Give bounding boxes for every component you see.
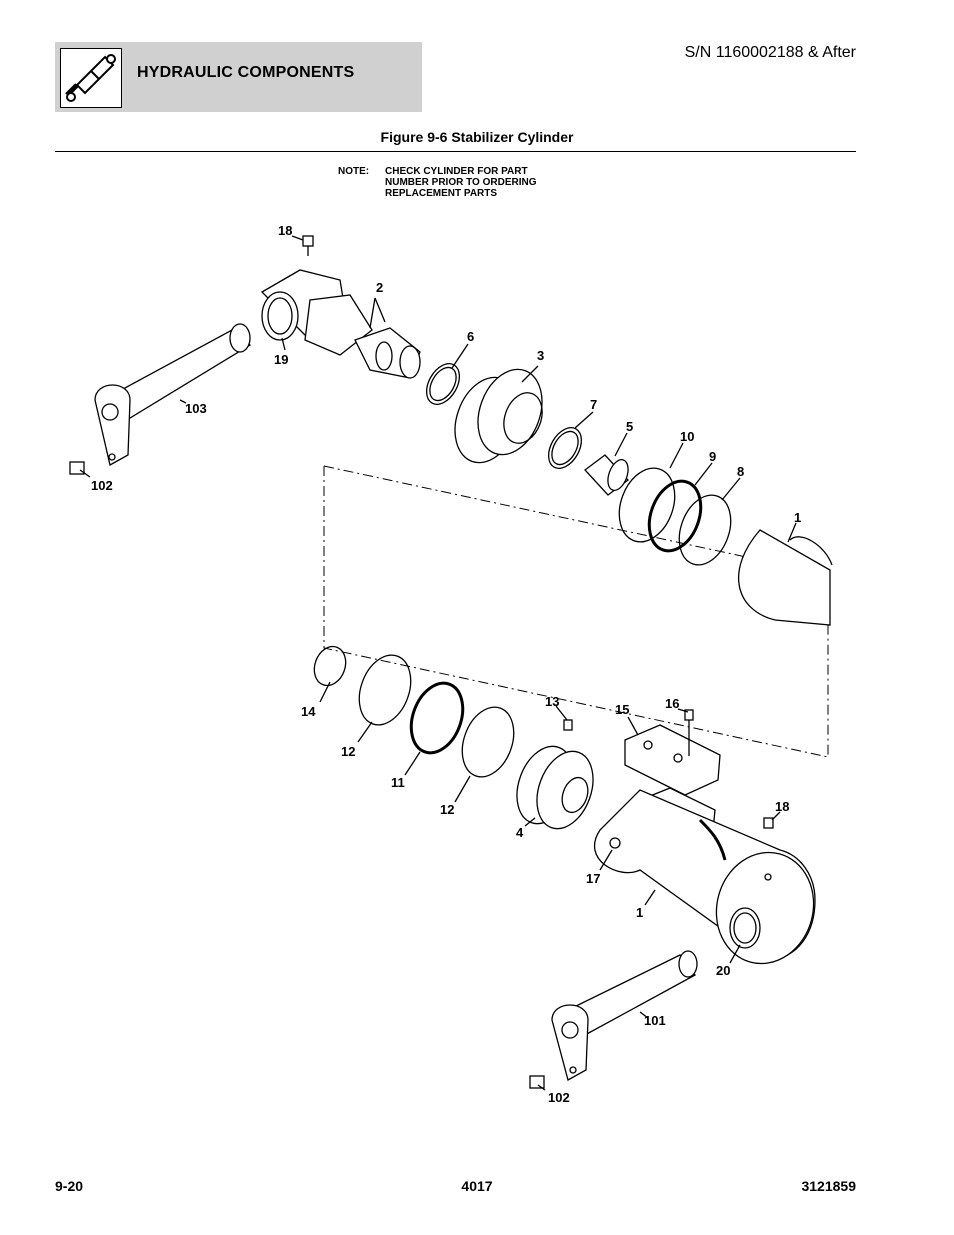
- callout-label: 19: [274, 352, 288, 367]
- title-rule: [55, 151, 856, 152]
- callout-label: 2: [376, 280, 383, 295]
- note-line: NUMBER PRIOR TO ORDERING: [385, 177, 537, 188]
- callout-label: 102: [91, 478, 113, 493]
- callout-label: 13: [545, 694, 559, 709]
- callout-label: 17: [586, 871, 600, 886]
- callout-label: 15: [615, 702, 629, 717]
- callout-label: 16: [665, 696, 679, 711]
- serial-number-note: S/N 1160002188 & After: [684, 44, 856, 61]
- callout-label: 12: [341, 744, 355, 759]
- callout-label: 8: [737, 464, 744, 479]
- manual-number: 3121859: [801, 1178, 856, 1194]
- callout-label: 102: [548, 1090, 570, 1105]
- callout-label: 101: [644, 1013, 666, 1028]
- note-label: NOTE:: [338, 166, 370, 177]
- page-number: 9-20: [55, 1178, 84, 1194]
- callout-label: 103: [185, 401, 207, 416]
- callout-label: 4: [516, 825, 524, 840]
- callout-label: 12: [440, 802, 454, 817]
- callout-label: 9: [709, 449, 716, 464]
- callout-label: 1: [794, 510, 801, 525]
- callout-label: 3: [537, 348, 544, 363]
- callout-label: 14: [301, 704, 316, 719]
- callout-label: 6: [467, 329, 474, 344]
- callout-label: 20: [716, 963, 730, 978]
- callout-label: 18: [775, 799, 789, 814]
- section-title: HYDRAULIC COMPONENTS: [137, 64, 355, 81]
- callout-label: 5: [626, 419, 633, 434]
- callout-label: 1: [636, 905, 643, 920]
- note-line: REPLACEMENT PARTS: [385, 188, 498, 199]
- callout-label: 7: [590, 397, 597, 412]
- model-number: 4017: [461, 1178, 493, 1194]
- note-line: CHECK CYLINDER FOR PART: [385, 166, 528, 177]
- callout-label: 10: [680, 429, 694, 444]
- callout-label: 18: [278, 223, 292, 238]
- callout-label: 11: [391, 775, 405, 790]
- hydraulic-cylinder-icon: [60, 48, 122, 108]
- figure-title: Figure 9-6 Stabilizer Cylinder: [380, 129, 574, 145]
